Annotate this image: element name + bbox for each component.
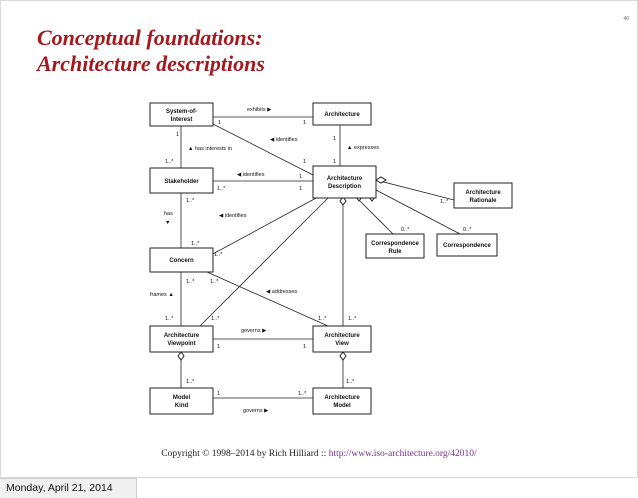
line-ad-cr [359, 200, 394, 235]
line-av-concern [206, 271, 329, 327]
mult-av-top: 1..* [348, 316, 357, 322]
svg-text:View: View [335, 341, 349, 347]
svg-text:Kind: Kind [175, 403, 189, 409]
multiplicities: 1 1 1 1 1..* 1 1 1..* 1 1 1..* 1..* 0..*… [165, 120, 472, 397]
copyright-notice: Copyright © 1998–2014 by Rich Hilliard :… [0, 449, 638, 459]
box-architecture-viewpoint: Architecture Viewpoint [149, 325, 214, 353]
title-line-2: Architecture descriptions [37, 51, 265, 76]
association-labels: exhibits ▶ ◀ identifies ▲ has interests … [150, 107, 379, 414]
iso-architecture-link[interactable]: http://www.iso-architecture.org/42010/ [328, 449, 477, 459]
mult-avp-av-right: 1 [303, 344, 306, 350]
label-exhibits: exhibits ▶ [247, 107, 272, 113]
box-architecture: Architecture [312, 102, 372, 126]
box-architecture-view: Architecture View [312, 325, 372, 353]
mult-concern-ad: 1..* [214, 252, 223, 258]
line-avp-ad [199, 197, 329, 327]
svg-text:Correspondence: Correspondence [371, 241, 419, 247]
svg-text:System-of-: System-of- [166, 109, 197, 115]
svg-text:Stakeholder: Stakeholder [164, 179, 199, 185]
mult-soi-arch-left: 1 [218, 120, 221, 126]
diamond-avp-mk [177, 351, 185, 361]
mult-stake-ad-left: 1..* [217, 186, 226, 192]
svg-text:Architecture: Architecture [327, 176, 363, 182]
svg-text:Correspondence: Correspondence [443, 243, 491, 249]
svg-text:Architecture: Architecture [164, 333, 200, 339]
svg-text:Rule: Rule [388, 249, 402, 255]
label-has-interests-in: ▲ has interests in [188, 146, 232, 152]
svg-text:Interest: Interest [171, 117, 193, 123]
svg-text:Rationale: Rationale [469, 198, 497, 204]
mult-avp-ad: 1..* [211, 316, 220, 322]
box-architecture-model: Architecture Model [312, 387, 372, 415]
slide-title: Conceptual foundations: Architecture des… [37, 25, 265, 77]
label-identifies-stake: ◀ identifies [237, 172, 265, 178]
mult-ad-ar: 1..* [440, 199, 449, 205]
mult-av-concern: 1..* [318, 316, 327, 322]
svg-text:Architecture: Architecture [324, 395, 360, 401]
copyright-text: Copyright © 1998–2014 by Rich Hilliard :… [161, 449, 329, 459]
label-has: has [164, 211, 173, 217]
mult-stake-bottom: 1..* [186, 198, 195, 204]
svg-text:Model: Model [173, 395, 191, 401]
label-frames: frames ▲ [150, 292, 174, 298]
box-concern: Concern [149, 247, 214, 273]
box-architecture-description: Architecture Description [312, 165, 377, 199]
mult-soi-arch-right: 1 [303, 120, 306, 126]
mult-soi-stake: 1..* [165, 159, 174, 165]
mult-ad-cr: 0..* [401, 227, 410, 233]
footer-date: Monday, April 21, 2014 [0, 478, 137, 498]
line-ad-ar [375, 179, 455, 201]
association-lines [180, 116, 461, 399]
label-identifies-concern: ◀ identifies [219, 213, 247, 219]
svg-text:Viewpoint: Viewpoint [167, 341, 195, 347]
box-correspondence: Correspondence [436, 233, 498, 257]
label-has-arrow: ▼ [165, 220, 170, 226]
mult-avp-mk: 1..* [186, 379, 195, 385]
title-line-1: Conceptual foundations: [37, 25, 263, 50]
box-architecture-rationale: Architecture Rationale [453, 182, 513, 209]
diamond-ad-av [339, 196, 347, 206]
line-concern-ad [210, 196, 319, 256]
mult-av-am: 1..* [346, 379, 355, 385]
line-ad-corr [375, 189, 461, 235]
box-correspondence-rule: Correspondence Rule [365, 233, 425, 259]
diamond-ad-ar [375, 176, 387, 184]
label-identifies-soi: ◀ identifies [270, 137, 298, 143]
mult-mk-am-right: 1..* [298, 391, 307, 397]
label-expresses: ▲ expresses [347, 145, 379, 151]
mult-concern-top: 1..* [191, 241, 200, 247]
architecture-description-diagram: System-of- Interest Architecture Stakeho… [149, 102, 513, 415]
mult-concern-bottom: 1..* [186, 279, 195, 285]
mult-soi-top: 1 [176, 132, 179, 138]
svg-text:Architecture: Architecture [324, 333, 360, 339]
mult-arch-ad-top: 1 [333, 136, 336, 142]
svg-text:Description: Description [328, 184, 361, 190]
box-stakeholder: Stakeholder [149, 167, 214, 194]
mult-avp-av-left: 1 [217, 344, 220, 350]
box-system-of-interest: System-of- Interest [149, 102, 214, 127]
label-governs-avp-av: governs ▶ [241, 328, 267, 334]
label-addresses: ◀ addresses [266, 289, 297, 295]
label-governs-mk-am: governs ▶ [243, 408, 269, 414]
mult-mk-am-left: 1 [217, 391, 220, 397]
svg-text:Concern: Concern [169, 258, 194, 264]
mult-ad-corr: 0..* [463, 227, 472, 233]
diamond-av-am [339, 351, 347, 361]
mult-arch-ad-bottom: 1 [333, 159, 336, 165]
mult-soi-ad-end: 1 [303, 159, 306, 165]
mult-stake-ad-right2: 1 [299, 186, 302, 192]
mult-avp-top: 1..* [165, 316, 174, 322]
mult-stake-ad-right: 1 [299, 174, 302, 180]
svg-text:Architecture: Architecture [465, 190, 501, 196]
line-soi-ad [210, 122, 314, 176]
page-number: 40 [623, 16, 629, 22]
box-model-kind: Model Kind [149, 387, 214, 415]
svg-text:Model: Model [333, 403, 351, 409]
svg-text:Architecture: Architecture [324, 112, 360, 118]
mult-concern-av: 1..* [210, 279, 219, 285]
